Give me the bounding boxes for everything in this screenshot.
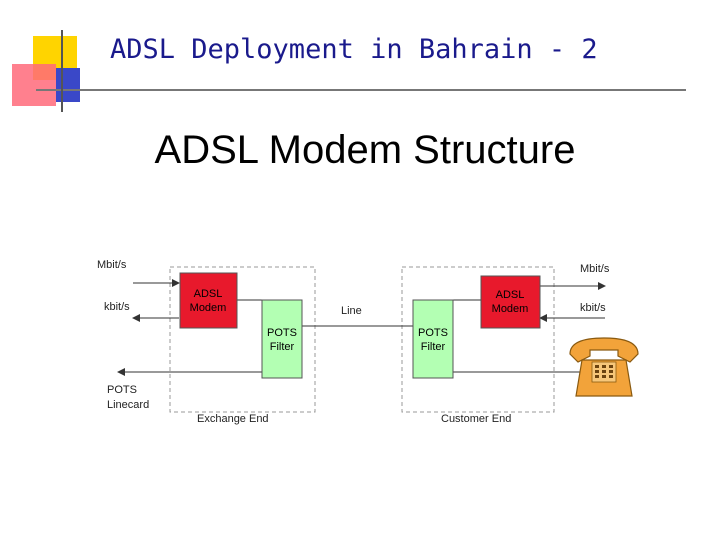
- exchange-kbits-label: kbit/s: [104, 301, 130, 313]
- exchange-filter-label-1: POTS: [267, 327, 297, 339]
- exchange-mbits-label: Mbit/s: [97, 259, 127, 271]
- line-label: Line: [341, 305, 362, 317]
- telephone-icon: [569, 337, 639, 397]
- exchange-adsl-modem: [179, 272, 238, 329]
- customer-mbits-label: Mbit/s: [580, 263, 610, 275]
- customer-end-caption: Customer End: [441, 413, 511, 425]
- slide-title: ADSL Deployment in Bahrain - 2: [110, 34, 598, 65]
- corner-red-square: [12, 64, 56, 106]
- customer-adsl-modem: [480, 275, 541, 329]
- customer-modem-label-1: ADSL: [496, 289, 525, 301]
- exchange-linecard-label-1: POTS: [107, 384, 137, 396]
- customer-kbits-label: kbit/s: [580, 302, 606, 314]
- corner-vertical-rule: [61, 30, 63, 112]
- exchange-end-caption: Exchange End: [197, 413, 269, 425]
- exchange-filter-label-2: Filter: [270, 341, 295, 353]
- customer-end-box: [401, 266, 555, 413]
- exchange-modem-label-2: Modem: [190, 302, 227, 314]
- diagram-heading: ADSL Modem Structure: [154, 128, 576, 172]
- exchange-linecard-label-2: Linecard: [107, 399, 149, 411]
- corner-horizontal-rule: [36, 89, 686, 91]
- exchange-modem-label-1: ADSL: [194, 288, 223, 300]
- customer-modem-label-2: Modem: [492, 303, 529, 315]
- customer-filter-label-2: Filter: [421, 341, 446, 353]
- exchange-pots-filter: [261, 299, 303, 379]
- customer-filter-label-1: POTS: [418, 327, 448, 339]
- customer-pots-filter: [412, 299, 454, 379]
- corner-blue-square: [56, 68, 80, 102]
- exchange-end-box: [169, 266, 316, 413]
